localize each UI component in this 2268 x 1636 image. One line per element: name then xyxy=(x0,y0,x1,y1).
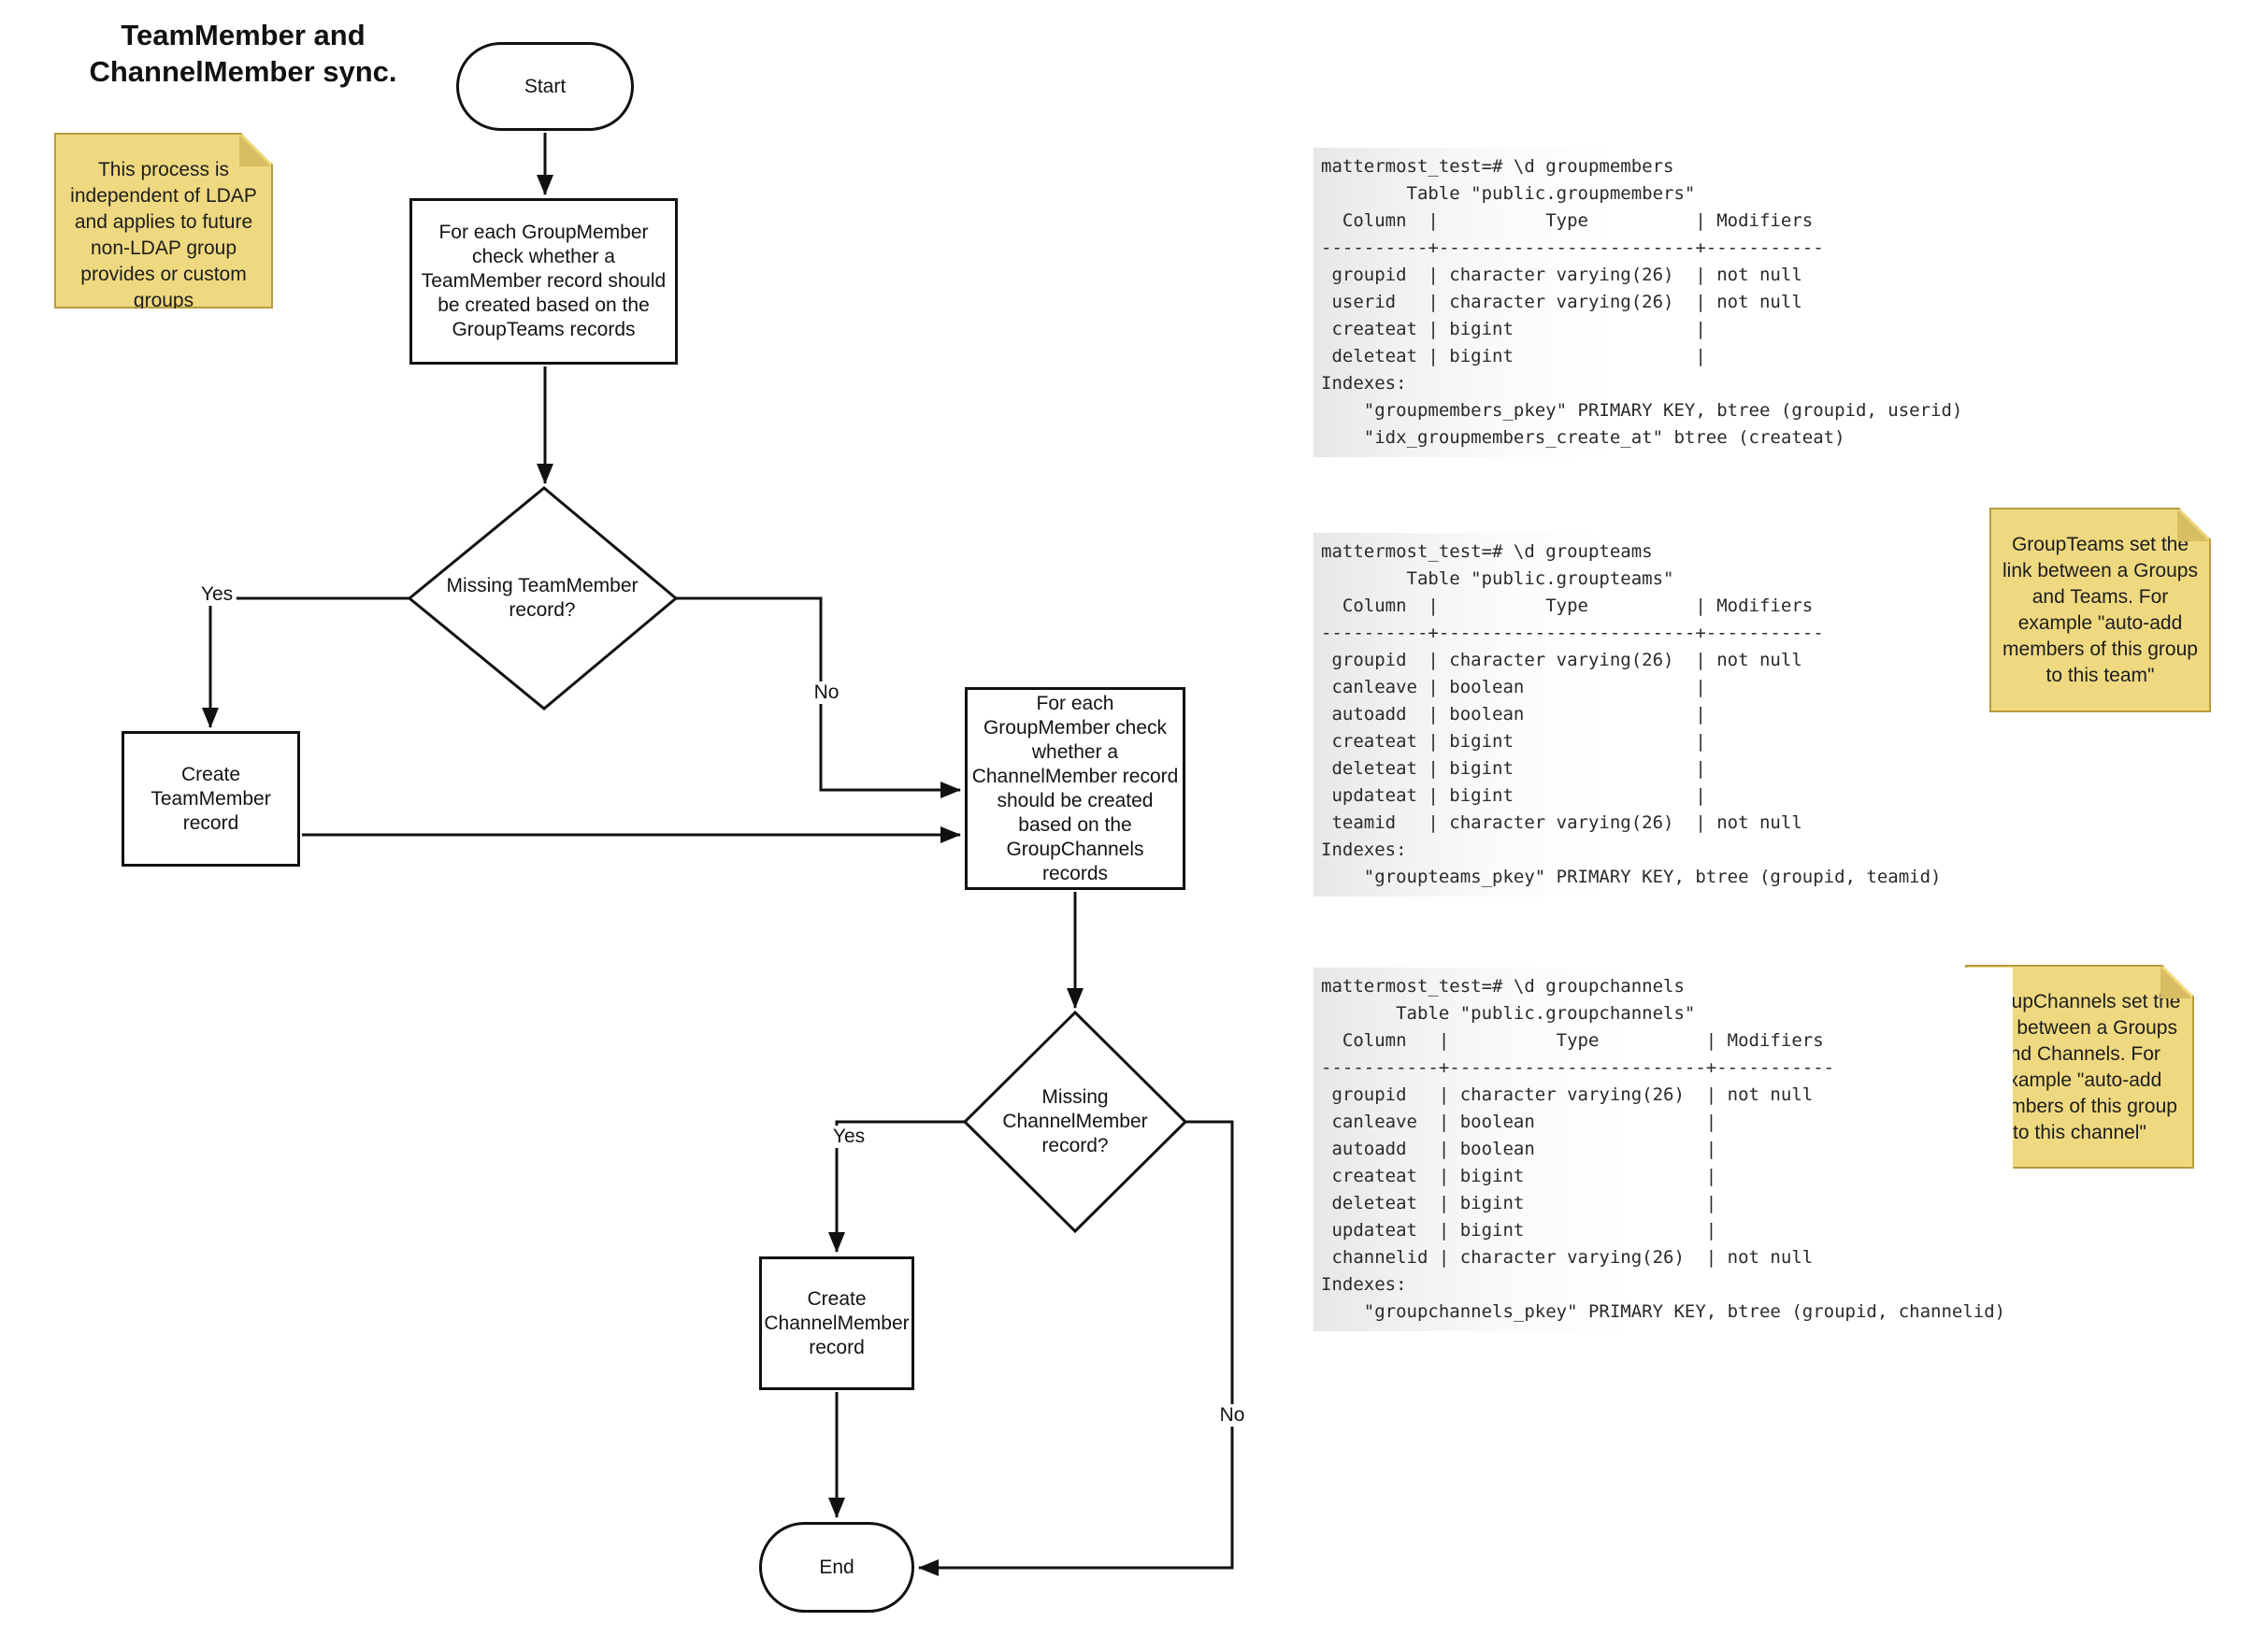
edge-decision2-no xyxy=(918,1120,1234,1576)
start-node: Start xyxy=(456,42,634,131)
sticky-note-process-independent: This process is independent of LDAP and … xyxy=(54,133,273,309)
decision2-label: Missing ChannelMember record? xyxy=(1002,1086,1148,1156)
note-fold-corner-icon xyxy=(2160,967,2192,998)
psql-output-groupchannels: mattermost_test=# \d groupchannels Table… xyxy=(1313,968,2014,1331)
decision2-no-label: No xyxy=(1215,1404,1249,1427)
note-fold-corner-icon xyxy=(239,135,271,166)
decision2-yes-label: Yes xyxy=(828,1126,869,1148)
psql-output-groupmembers: mattermost_test=# \d groupmembers Table … xyxy=(1313,148,1971,457)
decision1-label: Missing TeamMember record? xyxy=(446,575,639,621)
sticky-note-groupteams: GroupTeams set the link between a Groups… xyxy=(1989,508,2211,712)
sticky-note-text: GroupTeams set the link between a Groups… xyxy=(2002,534,2198,686)
note-fold-corner-icon xyxy=(2177,509,2209,541)
create-channelmember-node: Create ChannelMember record xyxy=(759,1256,914,1390)
edge-decision1-yes xyxy=(202,596,409,728)
decision1-yes-label: Yes xyxy=(196,583,237,606)
process1-node: For each GroupMember check whether a Tea… xyxy=(409,198,678,365)
end-node: End xyxy=(759,1522,914,1613)
page-title: TeamMember and ChannelMember sync. xyxy=(89,19,397,88)
create-teammember-node: Create TeamMember record xyxy=(122,731,300,867)
psql-output-groupteams: mattermost_test=# \d groupteams Table "p… xyxy=(1313,533,1949,897)
decision1-no-label: No xyxy=(810,682,843,704)
process2-node: For each GroupMember check whether a Cha… xyxy=(965,687,1185,890)
sticky-note-text: This process is independent of LDAP and … xyxy=(70,159,257,311)
